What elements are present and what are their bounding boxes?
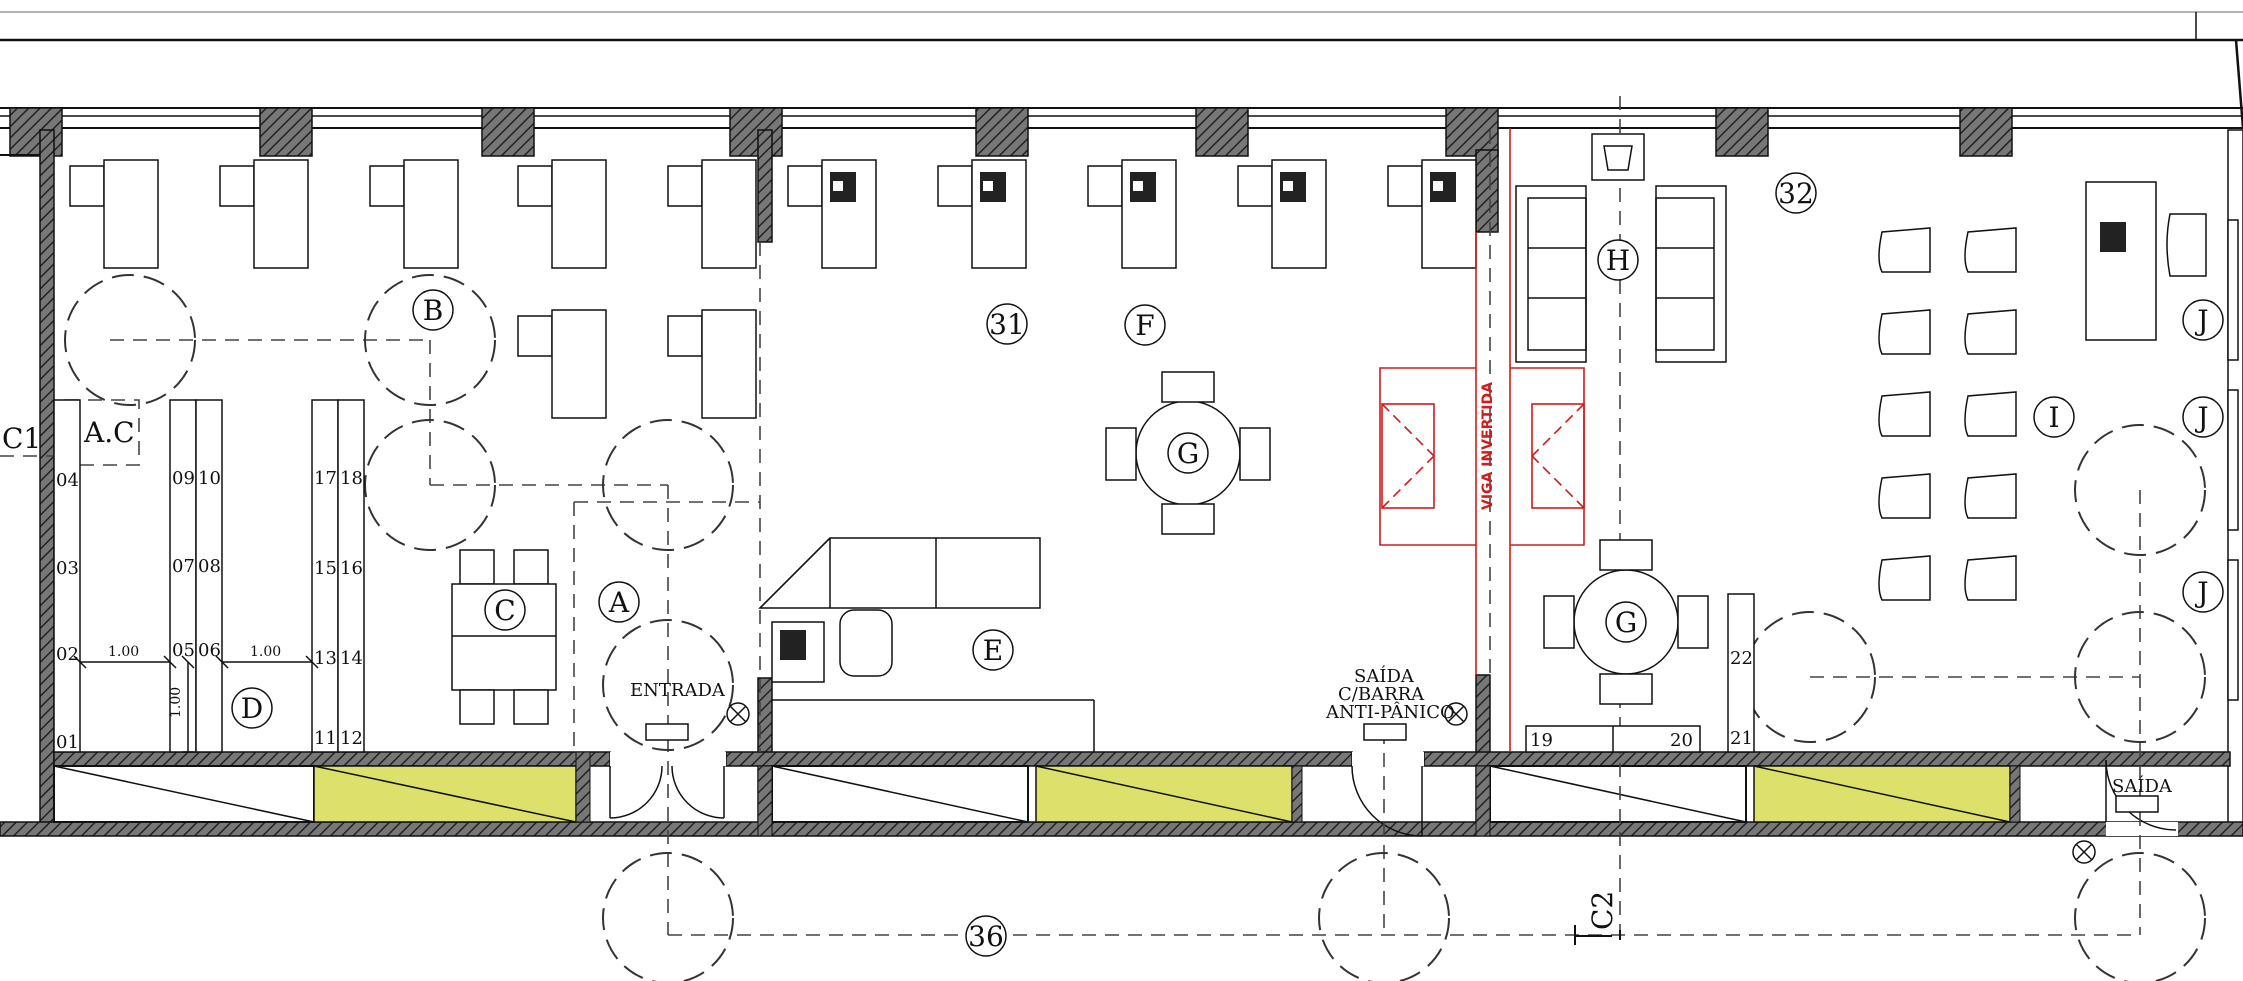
seat-numbers: 01 02 03 04 05 06 07 08 09 10 11 12 13 1…: [56, 468, 1753, 753]
label-j3: J: [2194, 576, 2208, 609]
label-c2: C2: [1586, 891, 1619, 930]
seat-11: 11: [314, 728, 337, 749]
entrance-doors[interactable]: [609, 752, 726, 819]
label-saida-mid: C/BARRA: [1338, 684, 1425, 705]
seat-19: 19: [1530, 730, 1553, 751]
bench-19-22: [1525, 593, 1755, 753]
seat-10: 10: [198, 468, 221, 489]
beam-label: VIGA INVERTIDA: [1480, 382, 1496, 510]
seat-16: 16: [340, 558, 363, 579]
label-36: 36: [968, 920, 1004, 953]
label-saida-top: SAÍDA: [1354, 664, 1415, 687]
seat-04: 04: [56, 470, 79, 491]
door-markers: [645, 702, 2159, 864]
dim-2: 1.00: [250, 644, 281, 660]
label-a: A: [608, 586, 630, 619]
seat-17: 17: [314, 468, 337, 489]
marker-texts: B C A D E F G G H I J J J 31 32 36 C1 C2…: [2, 177, 2209, 953]
label-saida-right: SAÍDA: [2112, 774, 2173, 797]
seat-20: 20: [1670, 730, 1693, 751]
seat-15: 15: [314, 558, 337, 579]
roof-outline: [0, 11, 2243, 129]
desks-room-2: [787, 159, 1477, 269]
inverted-beam: VIGA INVERTIDA: [1379, 128, 1585, 752]
seat-07: 07: [172, 556, 195, 577]
seat-18: 18: [340, 468, 363, 489]
label-ac: A.C: [83, 416, 135, 449]
label-d: D: [241, 692, 263, 725]
label-c1: C1: [2, 422, 41, 455]
reception-counter: [758, 537, 1095, 752]
circle-markers: [231, 172, 2224, 957]
seating-rows: [53, 399, 365, 753]
label-g2: G: [1615, 606, 1637, 639]
label-j2: J: [2194, 401, 2208, 434]
seat-05: 05: [172, 640, 195, 661]
seat-12: 12: [340, 728, 363, 749]
label-j1: J: [2194, 304, 2208, 337]
seat-03: 03: [56, 558, 79, 579]
seat-14: 14: [340, 648, 363, 669]
axis-lines: [0, 96, 2141, 945]
seat-21: 21: [1730, 728, 1753, 749]
bottom-wall: [0, 751, 2243, 837]
label-f: F: [1135, 309, 1154, 342]
seat-22: 22: [1730, 648, 1753, 669]
desks-room-1: [69, 159, 757, 419]
label-31: 31: [989, 308, 1025, 341]
pillars: [9, 107, 2013, 157]
table-c: [451, 549, 557, 725]
label-b: B: [423, 294, 444, 327]
dim-3: 1.00: [168, 687, 184, 718]
label-g: G: [1177, 437, 1199, 470]
dashed-circles: [64, 274, 2206, 981]
label-h: H: [1606, 244, 1630, 277]
seat-09: 09: [172, 468, 195, 489]
seat-02: 02: [56, 644, 79, 665]
seat-06: 06: [198, 640, 221, 661]
chairs-area-i: [1878, 181, 2239, 701]
label-e: E: [983, 634, 1003, 667]
label-entrada: ENTRADA: [630, 680, 726, 701]
exit-door-panic[interactable]: [1351, 752, 1424, 837]
label-saida-bottom: ANTI-PÂNICO: [1325, 700, 1455, 723]
label-32: 32: [1778, 177, 1814, 210]
label-c: C: [494, 594, 515, 627]
sofas: [1515, 133, 1727, 363]
seat-08: 08: [198, 556, 221, 577]
dim-1: 1.00: [108, 644, 139, 660]
seat-01: 01: [56, 732, 79, 753]
seat-13: 13: [314, 648, 337, 669]
label-i: I: [2048, 401, 2059, 434]
